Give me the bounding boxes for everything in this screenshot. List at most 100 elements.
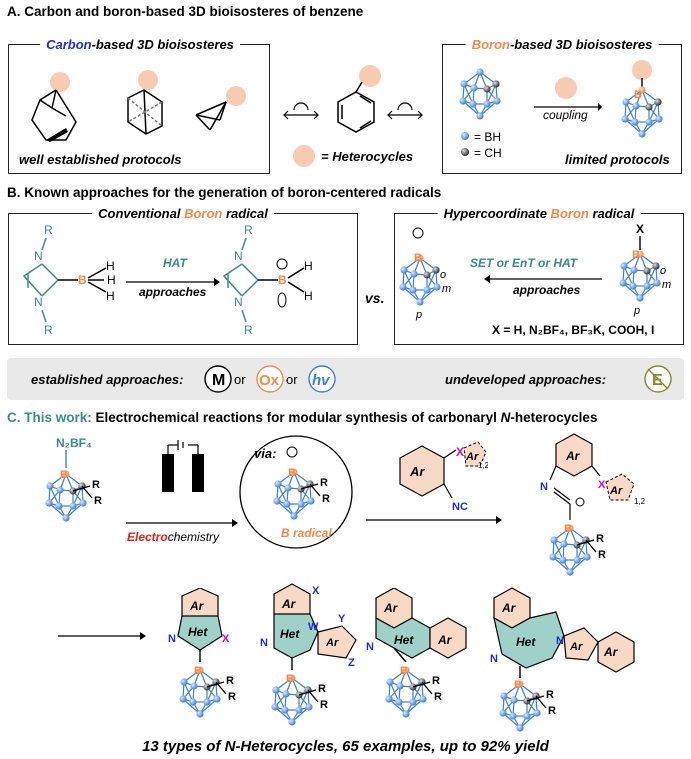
svg-text:R: R	[432, 675, 440, 687]
boron-radical-cage-b: B omp	[398, 227, 451, 321]
coupling-arrow-c	[366, 516, 502, 524]
svg-text:R: R	[434, 691, 442, 703]
boron-radical-circle: B RR	[239, 435, 353, 549]
svg-text:R: R	[226, 675, 234, 687]
svg-text:R: R	[92, 479, 100, 491]
svg-text:m: m	[442, 283, 451, 295]
coupling-arrow	[534, 103, 602, 111]
hypercoordinate-box-title: Hypercoordinate Boron radical	[437, 206, 641, 221]
svg-text:NC: NC	[452, 501, 468, 513]
product-fused-heteroaryl: Ar X Het N Ar W Y Z B RR	[260, 583, 357, 727]
svg-text:R: R	[596, 533, 604, 545]
section-b-title: B. Known approaches for the generation o…	[7, 185, 442, 200]
svg-text:H: H	[106, 289, 115, 303]
svg-text:R: R	[546, 689, 554, 701]
svg-text:Ar: Ar	[501, 601, 517, 615]
svg-text:o: o	[660, 265, 666, 277]
svg-text:R: R	[598, 549, 606, 561]
svg-text:B: B	[514, 679, 522, 691]
svg-text:N: N	[34, 295, 43, 309]
svg-text:B: B	[632, 249, 640, 261]
established-icons: M or Ox or hv	[204, 365, 336, 393]
svg-text:B: B	[78, 273, 87, 287]
svg-text:Ar: Ar	[565, 449, 581, 463]
product-arrow	[58, 632, 146, 640]
boron-box-title: Boron-based 3D bioisosteres	[465, 37, 659, 52]
carborane-cage-a	[458, 68, 502, 121]
svg-text:M: M	[212, 372, 225, 389]
svg-text:H: H	[106, 259, 115, 273]
heterocycle-legend-label: = Heterocycles	[321, 149, 414, 164]
svg-text:Ar: Ar	[465, 451, 479, 463]
svg-text:W: W	[308, 621, 319, 633]
conventional-approaches-label: approaches	[139, 285, 207, 299]
svg-text:o: o	[440, 269, 446, 281]
hypercoordinate-approaches-label: approaches	[513, 283, 581, 297]
svg-text:E: E	[652, 372, 663, 389]
versus-label: vs.	[365, 290, 385, 306]
svg-text:Ar: Ar	[609, 485, 623, 497]
svg-text:N: N	[540, 481, 548, 493]
isonitrile-reagent: Ar X Ar NC 1,2	[399, 441, 488, 513]
svg-text:R: R	[94, 495, 102, 507]
summary-line: 13 types of N-Heterocycles, 65 examples,…	[142, 738, 549, 755]
electrochem-undeveloped-icon: E	[644, 365, 672, 393]
bicyclooctane-structure	[31, 72, 77, 142]
boron-atom-label: B	[634, 89, 642, 101]
undeveloped-label: undeveloped approaches:	[445, 372, 607, 387]
svg-text:N: N	[168, 633, 176, 645]
svg-text:N: N	[260, 637, 268, 649]
benzene-equilibrium	[283, 65, 423, 133]
svg-text:1,2: 1,2	[634, 497, 646, 506]
svg-text:X: X	[222, 633, 230, 645]
svg-text:or: or	[234, 372, 246, 387]
carbon-bioisostere-structures	[31, 70, 246, 142]
svg-text:R: R	[244, 323, 253, 337]
substituted-cage-b: X B om p	[618, 222, 671, 317]
svg-text:R: R	[44, 223, 53, 237]
svg-text:Ox: Ox	[259, 372, 280, 389]
svg-text:Het: Het	[188, 625, 208, 639]
svg-text:p: p	[633, 305, 640, 317]
diazonium-carborane: B RR	[44, 450, 102, 523]
svg-text:Het: Het	[280, 627, 300, 641]
svg-text:Het: Het	[394, 633, 414, 647]
n2bf4-reagent-label: N₂BF₄	[56, 436, 92, 450]
svg-text:Ar: Ar	[189, 599, 205, 613]
svg-text:H: H	[304, 259, 313, 273]
svg-text:X: X	[312, 585, 320, 597]
svg-text:B: B	[288, 467, 296, 479]
svg-text:Het: Het	[516, 635, 536, 649]
ch-legend-ball	[461, 148, 469, 156]
electrochemistry-label: Electrochemistry	[127, 530, 220, 544]
svg-text:hv: hv	[312, 372, 331, 389]
bh-legend-label: = BH	[474, 130, 502, 144]
svg-text:B: B	[400, 665, 408, 677]
approaches-band	[7, 358, 684, 400]
carbon-footer: well established protocols	[19, 152, 182, 167]
svg-text:X: X	[598, 479, 606, 491]
section-c-title: C. This work: Electrochemical reactions …	[7, 410, 598, 425]
svg-text:R: R	[322, 493, 330, 505]
svg-text:or: or	[286, 372, 298, 387]
svg-text:R: R	[320, 699, 328, 711]
svg-text:m: m	[662, 279, 671, 291]
svg-text:N: N	[34, 249, 43, 263]
bh-legend-ball	[461, 132, 469, 140]
svg-text:N: N	[490, 653, 498, 665]
carborane-coupled-a: B	[620, 60, 664, 139]
svg-text:R: R	[548, 705, 556, 717]
svg-text:p: p	[415, 309, 422, 321]
set-ent-hat-label: SET or EnT or HAT	[470, 256, 578, 270]
boron-footer: limited protocols	[565, 152, 670, 167]
x-substituents-list: X = H, N₂BF₄, BF₃K, COOH, I	[492, 323, 655, 337]
product-phenanthridine-type: Ar Het Ar N B RR	[366, 588, 467, 719]
b-radical-label: B radical	[281, 526, 332, 540]
svg-text:B: B	[194, 665, 202, 677]
svg-text:X: X	[636, 222, 644, 236]
svg-text:Ar: Ar	[409, 464, 425, 479]
heterocycle-legend-circle	[293, 145, 315, 167]
via-label: via:	[254, 446, 277, 461]
svg-text:X: X	[456, 445, 464, 459]
electrodes-icon	[162, 440, 204, 492]
